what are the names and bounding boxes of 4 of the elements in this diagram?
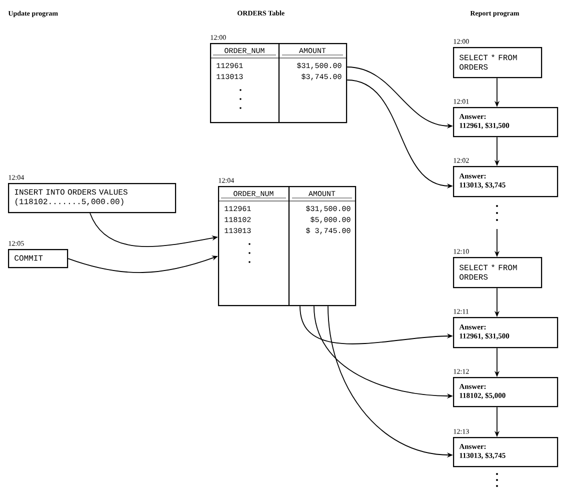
statement-box: SELECT * FROM ORDERS	[453, 47, 542, 78]
statement-box: SELECT * FROM ORDERS	[453, 257, 542, 288]
statement-box: COMMIT	[8, 249, 68, 268]
statement-box: INSERT INTO ORDERS VALUES (118102.......5,000.00)	[8, 183, 176, 214]
